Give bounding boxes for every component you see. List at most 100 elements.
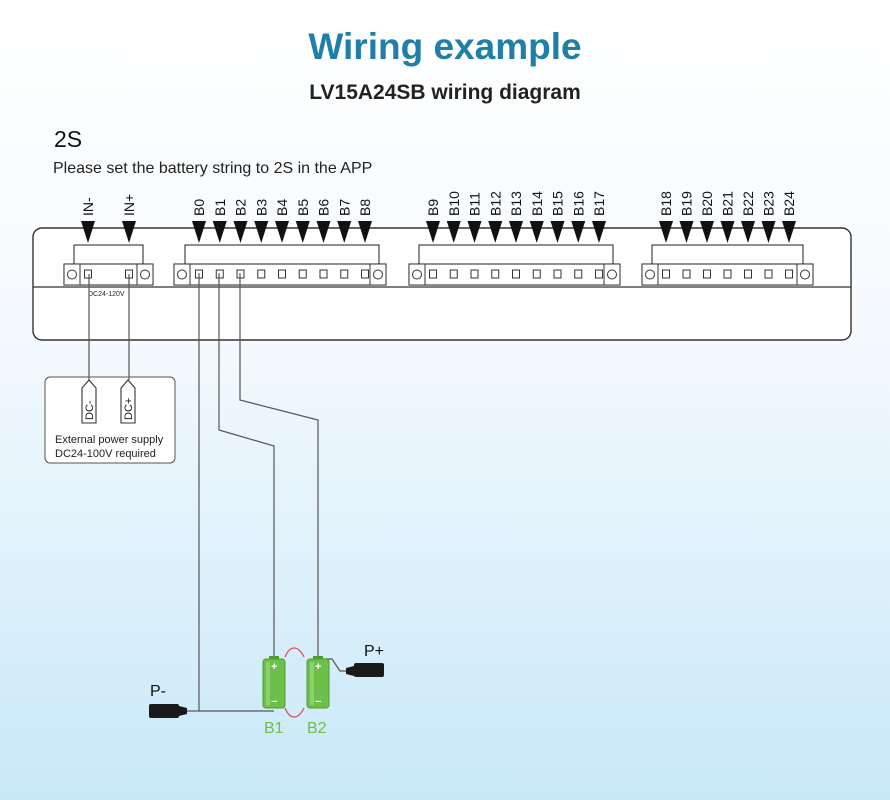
power-terminal-block [63, 244, 154, 286]
terminal-b6 [319, 269, 328, 279]
label-b15: B15 [550, 191, 566, 216]
terminal-b8 [361, 269, 369, 279]
label-b11: B11 [467, 192, 483, 216]
p-minus-connector [149, 704, 187, 718]
arrow-b14 [529, 221, 544, 243]
balance-block-1-end-screw [177, 269, 187, 280]
battery-b1-minus: − [271, 696, 277, 708]
battery-b2-plus: + [315, 661, 321, 673]
power-terminal-note: DC24-120V [88, 291, 125, 298]
terminal-b19 [682, 269, 691, 279]
link-wire-bottom [284, 707, 305, 718]
balance-block-3 [641, 244, 814, 286]
label-b6: B6 [316, 199, 332, 216]
arrow-b5 [295, 221, 310, 243]
arrow-b11 [467, 221, 482, 243]
label-inminus: IN- [80, 197, 96, 216]
label-b1: B1 [212, 199, 228, 216]
power-terminal-block-end-screw [140, 269, 150, 280]
label-b0: B0 [191, 199, 207, 216]
battery-b2-label: B2 [307, 720, 327, 737]
terminal-b1 [215, 269, 224, 279]
battery-b1-plus: + [271, 661, 277, 673]
p-plus-connector [346, 663, 384, 677]
label-b18: B18 [658, 191, 674, 216]
arrow-b7 [337, 221, 352, 243]
label-b21: B21 [720, 191, 736, 216]
terminal-b4 [278, 269, 286, 279]
label-b9: B9 [425, 199, 441, 216]
arrow-b24 [782, 221, 796, 243]
terminal-b22 [744, 269, 752, 279]
wire-b1 [218, 273, 275, 659]
balance-block-2-end-screw [607, 269, 617, 280]
arrow-b0 [192, 221, 206, 243]
arrow-b15 [550, 221, 565, 243]
terminal-b3 [257, 269, 266, 279]
label-b23: B23 [761, 191, 777, 216]
link-wire-top [284, 647, 305, 658]
arrow-b3 [254, 221, 269, 243]
arrow-b20 [700, 221, 714, 243]
label-b19: B19 [679, 191, 695, 216]
arrow-b23 [761, 221, 776, 243]
terminal-b11 [470, 269, 479, 279]
dc-plus-label: DC+ [123, 398, 135, 420]
terminal-inminus [84, 269, 92, 279]
arrow-inminus [81, 221, 95, 243]
label-b3: B3 [253, 199, 269, 216]
label-b4: B4 [274, 199, 290, 216]
label-b8: B8 [357, 199, 373, 216]
terminal-b21 [723, 269, 732, 279]
battery-b1-label: B1 [264, 720, 284, 737]
terminal-b5 [298, 269, 307, 279]
arrow-b10 [446, 221, 461, 243]
dc-minus-connector: DC- [81, 379, 97, 424]
label-b7: B7 [336, 199, 352, 216]
terminal-b23 [764, 269, 773, 279]
terminal-b10 [449, 269, 458, 279]
terminal-b24 [785, 269, 793, 279]
arrow-b13 [509, 221, 523, 243]
arrow-b19 [679, 221, 694, 243]
p-plus-label: P+ [364, 643, 384, 660]
label-b10: B10 [446, 191, 462, 216]
label-b2: B2 [233, 199, 249, 216]
p-minus-label: P- [150, 683, 166, 700]
terminal-b16 [574, 269, 583, 279]
terminal-b14 [532, 269, 541, 279]
supply-note-line1: External power supply [55, 434, 164, 446]
terminal-b7 [340, 269, 349, 279]
page-title: Wiring example [308, 26, 582, 67]
label-b13: B13 [508, 191, 524, 216]
arrow-b4 [275, 221, 289, 243]
terminal-b9 [429, 269, 437, 279]
power-terminal-block-end-screw [67, 269, 77, 280]
supply-note-line2: DC24-100V required [55, 448, 156, 460]
arrow-b12 [488, 221, 503, 243]
arrow-b1 [212, 221, 227, 243]
external-supply-box [44, 376, 176, 464]
balance-block-3-end-screw [645, 269, 655, 280]
battery-b1: + − [262, 656, 286, 709]
arrow-b16 [571, 221, 586, 243]
terminal-b12 [491, 269, 500, 279]
arrow-b18 [659, 221, 673, 243]
section-title: 2S [54, 126, 83, 152]
page-subtitle: LV15A24SB wiring diagram [309, 81, 581, 104]
battery-b2: + − [306, 656, 330, 709]
label-b20: B20 [699, 191, 715, 216]
battery-b2-minus: − [315, 696, 321, 708]
label-b22: B22 [740, 191, 756, 216]
balance-block-1-end-screw [373, 269, 383, 280]
dc-plus-connector: DC+ [120, 379, 136, 424]
balance-block-2-end-screw [412, 269, 422, 280]
arrow-b9 [426, 221, 440, 243]
label-b16: B16 [570, 191, 586, 216]
balance-block-2 [408, 244, 621, 286]
label-b24: B24 [781, 191, 797, 216]
label-inplus: IN+ [121, 194, 137, 216]
label-b12: B12 [487, 191, 503, 216]
label-b17: B17 [591, 191, 607, 216]
